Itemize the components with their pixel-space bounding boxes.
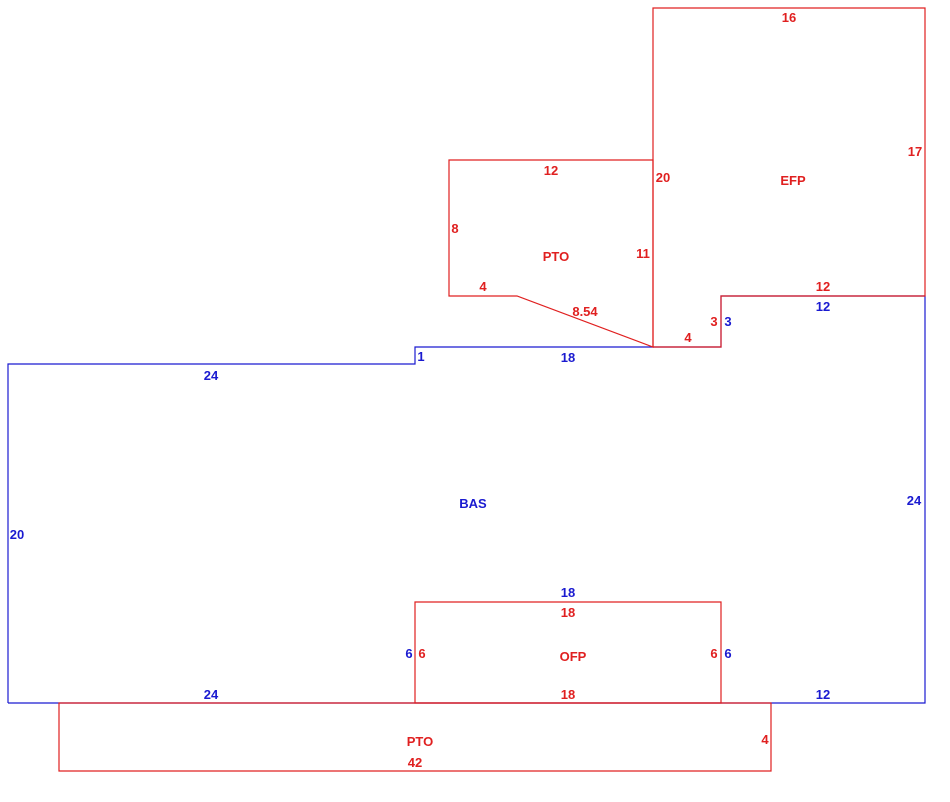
bas-dim-ofp-right: 6 bbox=[724, 646, 731, 661]
bas-dim-top-right: 12 bbox=[816, 299, 830, 314]
pto-lower-dim-right: 4 bbox=[761, 732, 769, 747]
efp-dim-step: 3 bbox=[710, 314, 717, 329]
bas-dim-step: 1 bbox=[417, 349, 424, 364]
pto-upper-outline bbox=[448, 159, 654, 348]
bas-dim-top-mid: 18 bbox=[561, 350, 575, 365]
ofp-dim-bottom: 18 bbox=[561, 687, 575, 702]
efp-dim-bottom-left: 4 bbox=[684, 330, 692, 345]
efp-dim-top: 16 bbox=[782, 10, 796, 25]
ofp-dim-right: 6 bbox=[710, 646, 717, 661]
bas-dim-top-left: 24 bbox=[204, 368, 219, 383]
efp-dim-left: 20 bbox=[656, 170, 670, 185]
pto-lower-outline bbox=[58, 702, 772, 772]
pto-upper-dim-top: 12 bbox=[544, 163, 558, 178]
bas-dim-bottom-right: 12 bbox=[816, 687, 830, 702]
bas-dim-bottom-left: 24 bbox=[204, 687, 219, 702]
pto-upper-dim-left: 8 bbox=[451, 221, 458, 236]
efp-area-label: EFP bbox=[780, 173, 806, 188]
ofp-dim-top: 18 bbox=[561, 605, 575, 620]
ofp-dim-left: 6 bbox=[418, 646, 425, 661]
ofp-area-label: OFP bbox=[560, 649, 587, 664]
bas-dim-left: 20 bbox=[10, 527, 24, 542]
efp-dim-bottom: 12 bbox=[816, 279, 830, 294]
pto-upper-dim-right: 11 bbox=[636, 246, 650, 261]
pto-lower-dim-bottom: 42 bbox=[408, 755, 422, 770]
efp-outline bbox=[652, 7, 926, 348]
pto-upper-area-label: PTO bbox=[543, 249, 570, 264]
bas-dim-right: 24 bbox=[907, 493, 922, 508]
pto-lower-area-label: PTO bbox=[407, 734, 434, 749]
pto-upper-dim-diagonal: 8.54 bbox=[572, 304, 598, 319]
efp-dim-right: 17 bbox=[908, 144, 922, 159]
bas-dim-ofp-top: 18 bbox=[561, 585, 575, 600]
pto-upper-dim-bottom: 4 bbox=[479, 279, 487, 294]
bas-dim-notch: 3 bbox=[724, 314, 731, 329]
bas-area-label: BAS bbox=[459, 496, 487, 511]
bas-dim-ofp-left: 6 bbox=[405, 646, 412, 661]
